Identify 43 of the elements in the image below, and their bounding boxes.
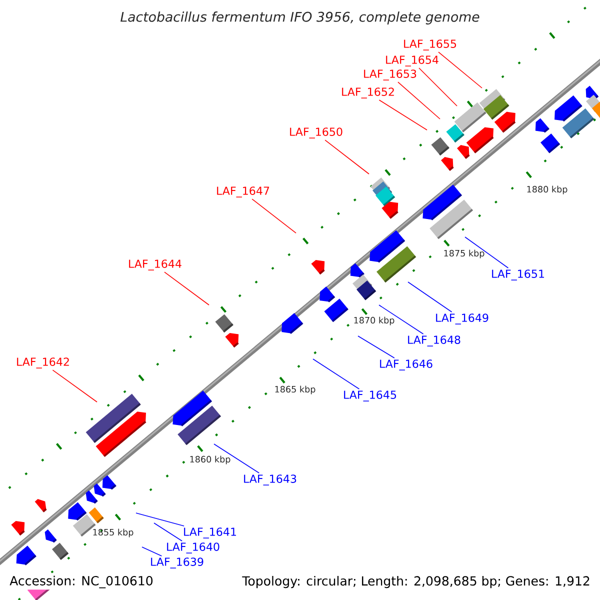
leader-line <box>438 52 482 88</box>
leader-line <box>154 522 182 542</box>
gene-label: LAF_1644 <box>129 260 182 270</box>
leader-line <box>408 282 452 312</box>
leader-line <box>252 198 296 234</box>
leader-line <box>164 272 210 306</box>
gene-label: LAF_1649 <box>436 314 488 324</box>
scale-label: 1860 kbp <box>190 456 230 464</box>
gene-label: LAF_1641 <box>184 528 236 538</box>
gene-label: LAF_1654 <box>386 56 438 66</box>
gene-label: LAF_1651 <box>492 270 544 280</box>
leader-line <box>136 512 184 526</box>
footer-text: Accession: NC_010610 <box>8 574 155 590</box>
gene-label: LAF_1650 <box>290 128 342 138</box>
gene-label: LAF_1642 <box>17 358 69 368</box>
leader-line <box>142 546 162 556</box>
leader-line <box>398 82 440 120</box>
leader-line <box>214 444 260 474</box>
scale-label: 1855 kbp <box>93 528 134 538</box>
gene-label: LAF_1653 <box>364 70 416 80</box>
leader-line <box>464 236 509 268</box>
leader-line <box>358 336 395 358</box>
leader-line <box>378 100 428 130</box>
gene-label: LAF_1652 <box>342 88 394 98</box>
gene-label: LAF_1643 <box>244 474 296 486</box>
gene-label: LAF_1645 <box>344 390 396 402</box>
leader-line <box>324 140 370 174</box>
leader-line <box>418 68 458 106</box>
title: Lactobacillus fermentum IFO 3956, complete genome <box>120 12 480 24</box>
gene-label: LAF_1648 <box>408 336 460 346</box>
scale-label: 1880 kbp <box>527 186 568 194</box>
scale-label: 1865 kbp <box>275 386 316 394</box>
leader-line <box>52 370 98 402</box>
scale-label: 1875 kbp <box>444 250 484 258</box>
scale-label: 1870 kbp <box>354 316 394 326</box>
gene-label: LAF_1639 <box>151 558 204 568</box>
gene-label: LAF_1646 <box>380 360 432 370</box>
gene-label: LAF_1655 <box>404 40 456 50</box>
gene-label: LAF_1647 <box>217 186 270 198</box>
footer-text: Topology: circular; Length: 2,098,685 bp; Genes: 1,912 <box>240 574 592 590</box>
leader-line <box>312 358 360 390</box>
leader-line <box>378 304 424 334</box>
gene-label: LAF_1640 <box>167 542 220 554</box>
